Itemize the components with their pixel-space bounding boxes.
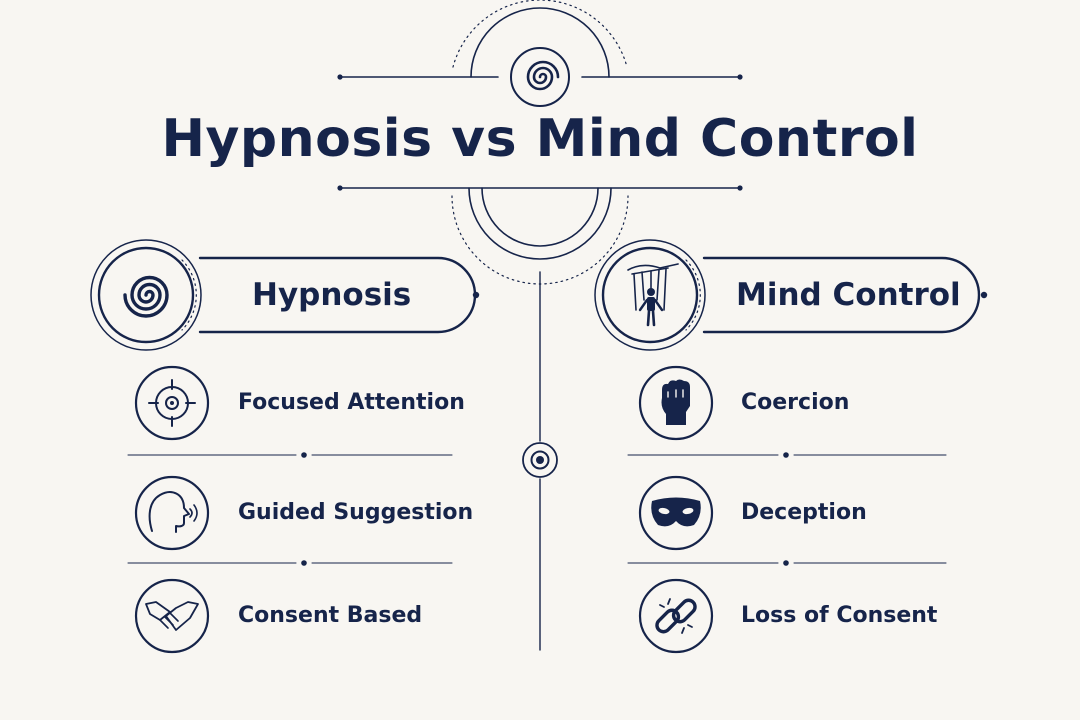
loss-of-consent-label: Loss of Consent <box>741 603 938 628</box>
handshake-icon <box>134 578 210 654</box>
mask-icon <box>638 475 714 551</box>
hypnosis-spiral-icon <box>123 275 169 318</box>
focused-attention-label: Focused Attention <box>238 390 465 415</box>
hypnosis-header-frame <box>90 239 480 351</box>
deception-label: Deception <box>741 500 867 525</box>
title-ornament-top <box>337 0 743 80</box>
mind-control-header-frame <box>594 239 988 351</box>
right-separators <box>627 452 947 566</box>
mind-control-heading: Mind Control <box>736 277 961 313</box>
target-icon <box>134 365 210 441</box>
puppet-strings-icon <box>627 263 679 327</box>
fist-icon <box>638 365 714 441</box>
page-title: Hypnosis vs Mind Control <box>161 109 919 169</box>
hypnosis-heading: Hypnosis <box>252 277 412 313</box>
left-separators <box>127 452 453 566</box>
title-spiral-icon <box>510 47 570 107</box>
consent-based-label: Consent Based <box>238 603 423 628</box>
guided-suggestion-label: Guided Suggestion <box>238 500 474 525</box>
speaking-head-icon <box>134 475 210 551</box>
center-divider <box>522 271 558 651</box>
coercion-label: Coercion <box>741 390 850 415</box>
title-ornament-bottom <box>337 185 743 285</box>
broken-chain-icon <box>638 578 714 654</box>
